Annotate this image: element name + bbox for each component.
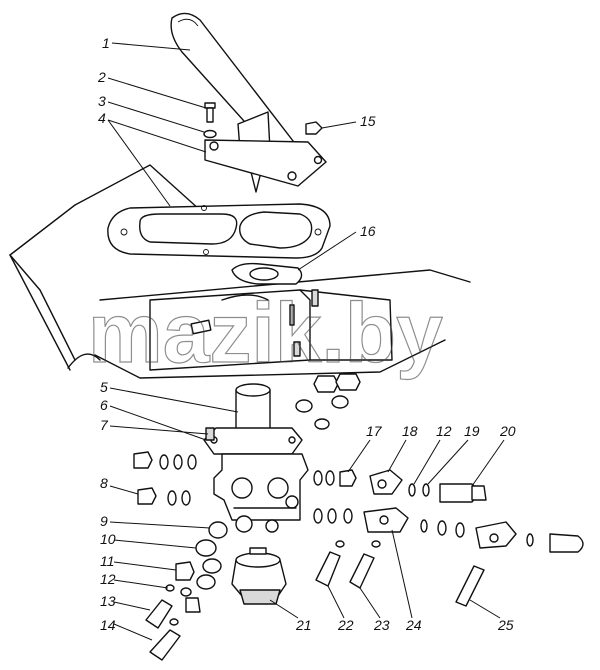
gasket-plate-4 xyxy=(107,203,331,259)
watermark: mazik.by xyxy=(88,286,443,380)
callout-1: 1 xyxy=(102,35,110,51)
callout-19: 19 xyxy=(464,423,480,439)
washer-3 xyxy=(203,129,217,139)
callout-12-right: 12 xyxy=(436,423,452,439)
bolt-2 xyxy=(204,102,216,123)
fittings-right-lower xyxy=(313,507,584,553)
callout-18: 18 xyxy=(402,423,418,439)
callout-24: 24 xyxy=(405,617,422,633)
callout-11: 11 xyxy=(100,553,115,569)
callout-21: 21 xyxy=(295,617,312,633)
callout-13: 13 xyxy=(100,593,116,609)
callout-14: 14 xyxy=(100,617,116,633)
callout-9: 9 xyxy=(100,513,108,529)
cap-21 xyxy=(231,547,287,605)
pedal-base-plate xyxy=(204,139,327,187)
valve-body xyxy=(213,453,309,533)
nut-15 xyxy=(305,121,323,135)
callout-23: 23 xyxy=(373,617,390,633)
callout-7: 7 xyxy=(100,417,109,433)
floor-panel xyxy=(9,164,471,379)
callout-25: 25 xyxy=(497,617,514,633)
gasket-16 xyxy=(231,262,303,285)
nipples-lower xyxy=(315,540,485,607)
valve-flange-6 xyxy=(203,427,303,455)
callout-2: 2 xyxy=(97,69,106,85)
callout-3: 3 xyxy=(98,93,106,109)
callout-15: 15 xyxy=(360,113,376,129)
callout-4: 4 xyxy=(98,110,106,126)
callout-12-left: 12 xyxy=(100,571,116,587)
callout-22: 22 xyxy=(337,617,354,633)
fittings-right-upper xyxy=(313,469,487,503)
callout-6: 6 xyxy=(100,397,108,413)
fittings-lower-left xyxy=(145,521,228,661)
callout-5: 5 xyxy=(100,379,108,395)
callouts: 1 2 3 4 15 16 5 6 7 8 17 18 12 19 20 9 xyxy=(97,35,516,641)
callout-20: 20 xyxy=(499,423,516,439)
fittings-left xyxy=(133,451,197,506)
fittings-upper-pair xyxy=(295,373,361,430)
callout-8: 8 xyxy=(100,475,108,491)
floor-box xyxy=(149,289,393,371)
callout-16: 16 xyxy=(360,223,376,239)
callout-10: 10 xyxy=(100,531,116,547)
callout-17: 17 xyxy=(366,423,383,439)
